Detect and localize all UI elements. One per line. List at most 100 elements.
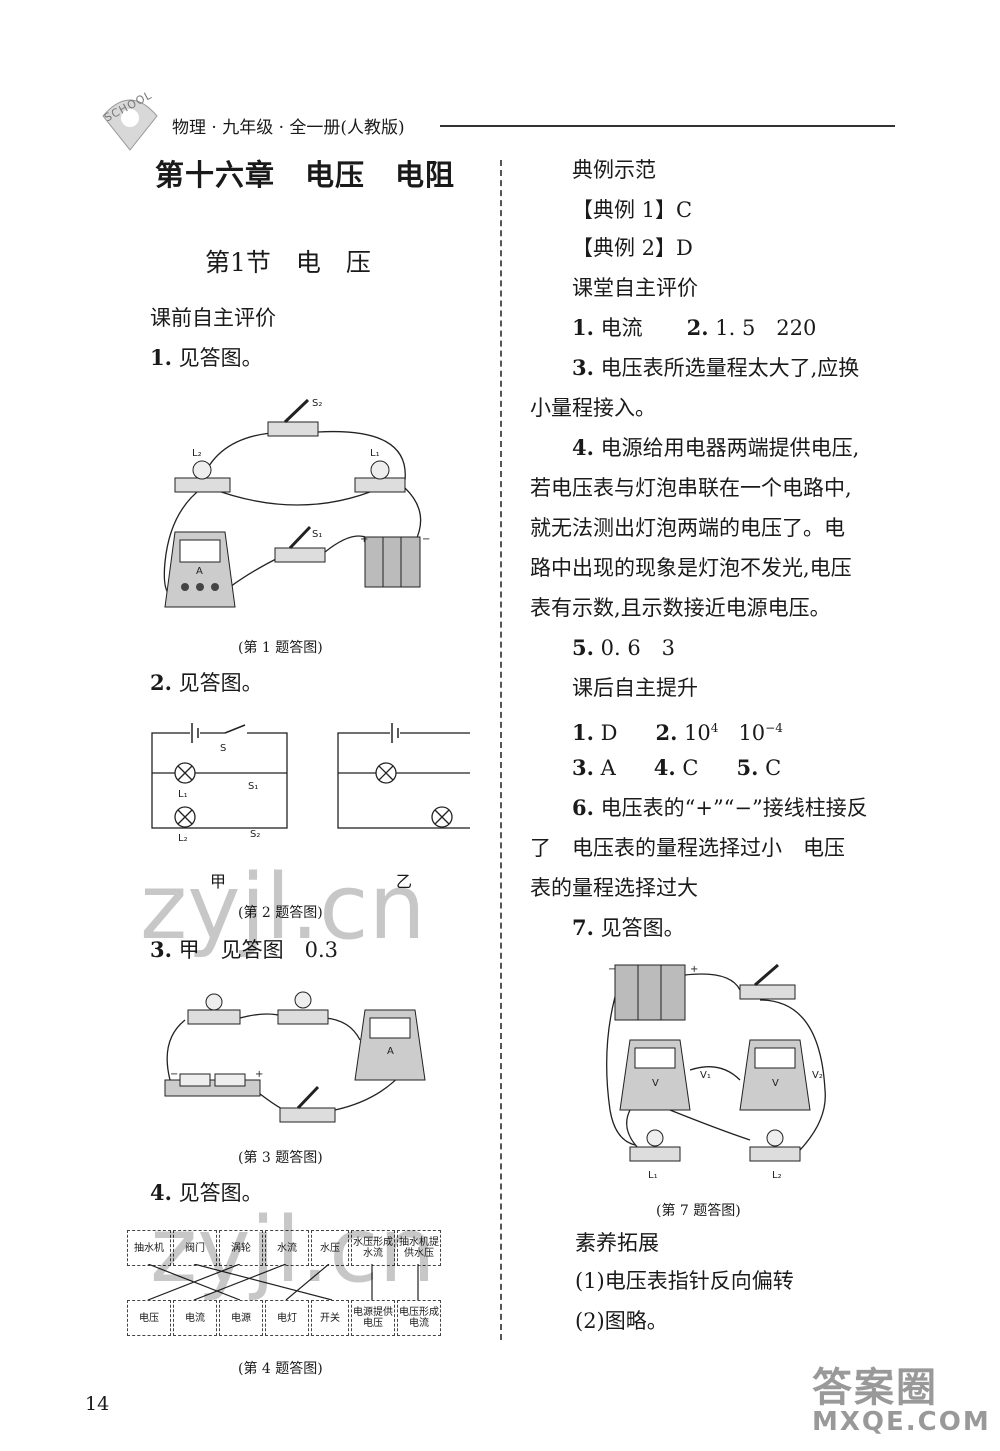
in-class-heading: 课堂自主评价 xyxy=(572,276,698,300)
svg-text:L₂: L₂ xyxy=(772,1170,782,1181)
fig4-caption: (第 4 题答图) xyxy=(238,1361,323,1377)
fig4-top-box: 水压形成水流 xyxy=(351,1230,395,1266)
column-divider xyxy=(500,160,502,1340)
bulb-l1-icon xyxy=(354,460,406,493)
bulb-l2-icon xyxy=(174,460,231,493)
svg-text:S₂: S₂ xyxy=(312,398,322,409)
svg-text:−: − xyxy=(170,1069,178,1080)
in-class-answer-4: 4. 电源给用电器两端提供电压, xyxy=(572,435,860,460)
q4-answer: 4. 见答图。 xyxy=(150,1180,263,1205)
in-class-answer-4-cont: 表有示数,且示数接近电源电压。 xyxy=(530,596,831,620)
svg-text:V: V xyxy=(652,1078,659,1089)
fig1-circuit-diagram: S₂ L₂ L₁ S₁ A + − xyxy=(163,398,430,608)
bulb-icon xyxy=(187,991,329,1025)
after-class-heading: 课后自主提升 xyxy=(572,676,698,700)
fig4-top-box: 抽水机 xyxy=(127,1230,171,1266)
in-class-answer-4-cont: 路中出现的现象是灯泡不发光,电压 xyxy=(530,556,852,580)
ammeter-icon xyxy=(164,531,236,608)
fig3-caption: (第 3 题答图) xyxy=(238,1150,323,1166)
svg-text:+: + xyxy=(690,964,698,975)
fig3-circuit-diagram: A + − xyxy=(164,991,426,1123)
svg-text:S: S xyxy=(220,743,226,754)
fig2-label-jia: 甲 xyxy=(210,872,227,891)
battery-icon xyxy=(164,1073,261,1097)
voltmeter-v2-icon xyxy=(739,1039,811,1111)
pre-class-heading: 课前自主评价 xyxy=(150,306,276,330)
battery-icon xyxy=(364,536,421,588)
svg-text:L₂: L₂ xyxy=(178,833,188,844)
literacy-heading: 素养拓展 xyxy=(575,1231,659,1255)
fig1-caption: (第 1 题答图) xyxy=(238,640,323,656)
school-logo-icon xyxy=(102,99,158,151)
svg-text:A: A xyxy=(196,566,203,577)
after-class-answer-6-cont: 了 电压表的量程选择过小 电压 xyxy=(530,836,845,860)
fig4-top-box: 水压 xyxy=(311,1230,349,1266)
example-1: 【典例 1】C xyxy=(572,198,693,222)
svg-text:−: − xyxy=(422,534,430,545)
fig7-circuit-diagram: V V₁ V V₂ L₁ L₂ + − xyxy=(606,963,826,1181)
fig4-bottom-box: 电源提供电压 xyxy=(351,1300,395,1336)
svg-text:V₂: V₂ xyxy=(812,1070,823,1081)
header-rule xyxy=(440,125,895,127)
in-class-answer-3: 3. 电压表所选量程太大了,应换 xyxy=(572,355,860,380)
in-class-answer-5: 5. 0. 6 3 xyxy=(572,635,676,660)
watermark-corner: 答案圈 MXQE.COM xyxy=(812,1365,991,1437)
voltmeter-v1-icon xyxy=(619,1039,691,1111)
in-class-answer-4-cont: 就无法测出灯泡两端的电压了。电 xyxy=(530,516,845,540)
q3-answer: 3. 甲 见答图 0.3 xyxy=(150,937,339,962)
svg-text:A: A xyxy=(387,1046,394,1057)
svg-text:S₂: S₂ xyxy=(250,829,260,840)
svg-text:V: V xyxy=(772,1078,779,1089)
fig4-top-box: 水流 xyxy=(265,1230,309,1266)
fig2-circuit-diagrams: S L₁ S₁ L₂ S₂ xyxy=(151,723,470,844)
bulb-icon xyxy=(629,1129,801,1162)
after-class-answer-7: 7. 见答图。 xyxy=(572,915,685,940)
svg-text:S₁: S₁ xyxy=(312,529,322,540)
example-2: 【典例 2】D xyxy=(572,236,693,260)
fig2-caption: (第 2 题答图) xyxy=(238,905,323,921)
svg-text:+: + xyxy=(360,534,368,545)
svg-text:L₂: L₂ xyxy=(192,448,202,459)
fig4-bottom-box: 电压形成电流 xyxy=(397,1300,441,1336)
fig4-bottom-box: 开关 xyxy=(311,1300,349,1336)
fig4-bottom-box: 电灯 xyxy=(265,1300,309,1336)
literacy-answer-1: (1)电压表指针反向偏转 xyxy=(575,1269,794,1293)
fig4-top-box: 抽水机提供水压 xyxy=(397,1230,441,1266)
switch-icon xyxy=(279,1085,336,1123)
page-number: 14 xyxy=(85,1393,110,1415)
book-title: 物理 · 九年级 · 全一册(人教版) xyxy=(172,118,405,138)
svg-text:L₁: L₁ xyxy=(648,1170,658,1181)
fig2-label-yi: 乙 xyxy=(396,872,413,891)
after-class-answer-6: 6. 电压表的“+”“−”接线柱接反 xyxy=(572,795,868,820)
svg-text:L₁: L₁ xyxy=(370,448,380,459)
svg-text:S₁: S₁ xyxy=(248,781,258,792)
literacy-answer-2: (2)图略。 xyxy=(575,1309,668,1333)
fig4-bottom-box: 电流 xyxy=(173,1300,217,1336)
section-title: 第1节 电 压 xyxy=(205,248,371,277)
in-class-answer-3-cont: 小量程接入。 xyxy=(530,396,656,420)
fig4-top-box: 阀门 xyxy=(173,1230,217,1266)
fig4-bottom-box: 电源 xyxy=(219,1300,263,1336)
fig4-bottom-box: 电压 xyxy=(127,1300,171,1336)
svg-text:−: − xyxy=(608,964,616,975)
in-class-answer-4-cont: 若电压表与灯泡串联在一个电路中, xyxy=(530,476,852,500)
switch-s1-icon xyxy=(274,525,326,563)
q2-answer: 2. 见答图。 xyxy=(150,670,263,695)
switch-icon xyxy=(739,963,796,1000)
switch-s2-icon xyxy=(267,398,319,437)
fig4-match-lines xyxy=(147,1264,419,1300)
q1-answer: 1. 见答图。 xyxy=(150,345,263,370)
example-heading: 典例示范 xyxy=(572,158,656,182)
battery-icon xyxy=(614,964,686,1021)
chapter-title: 第十六章 电压 电阻 xyxy=(155,158,456,192)
svg-text:L₁: L₁ xyxy=(178,789,188,800)
fig4-top-box: 涡轮 xyxy=(219,1230,263,1266)
bulb-icon xyxy=(174,762,453,828)
after-class-answer-6-cont: 表的量程选择过大 xyxy=(530,876,698,900)
svg-text:V₁: V₁ xyxy=(700,1070,711,1081)
ammeter-icon xyxy=(354,1009,426,1081)
fig7-caption: (第 7 题答图) xyxy=(656,1203,741,1219)
